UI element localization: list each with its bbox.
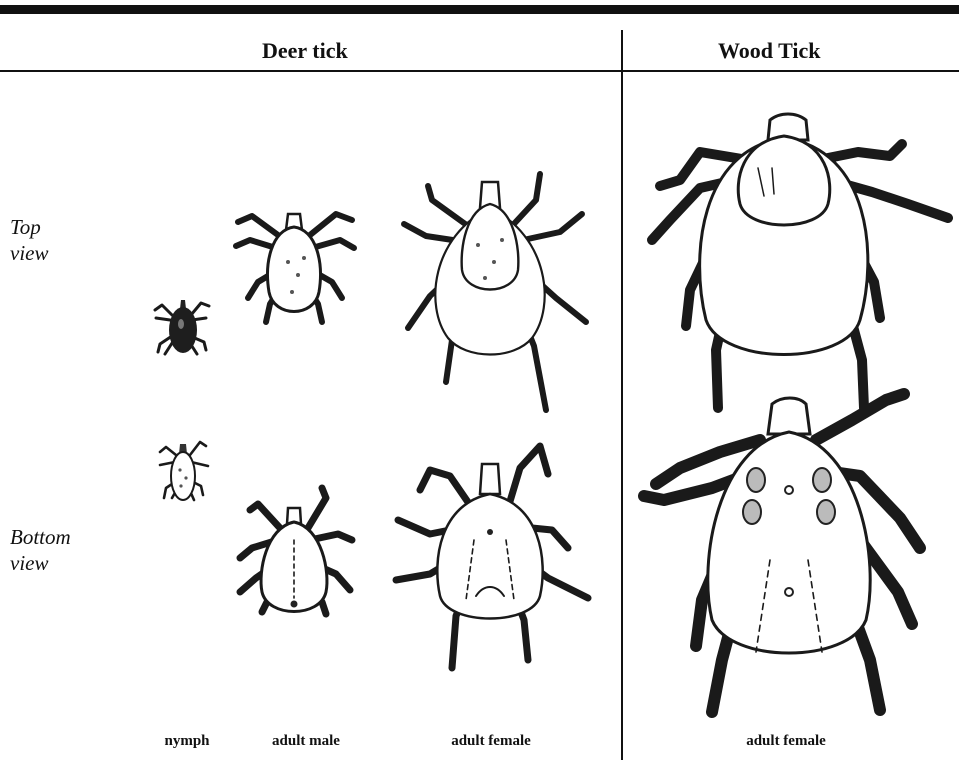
adult-male-top-view [236,214,354,322]
adult-female-wood-bottom-view [644,394,920,712]
adult-female-deer-bottom-view [396,446,588,668]
adult-female-deer-top-view [404,174,586,410]
adult-male-bottom-view [240,488,352,614]
nymph-top-view [155,300,209,354]
adult-female-wood-top-view [652,114,948,408]
nymph-bottom-view [160,442,208,500]
